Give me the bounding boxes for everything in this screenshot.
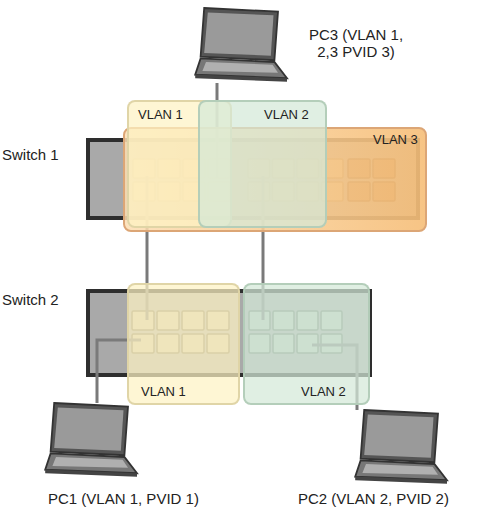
laptop-icon — [45, 403, 137, 477]
laptop-icon — [355, 410, 447, 484]
switch-node: Switch 1VLAN 1VLAN 2VLAN 3 — [88, 100, 428, 232]
vlan-label: VLAN 2 — [264, 108, 309, 123]
pc-label: PC3 (VLAN 1, 2,3 PVID 3) — [300, 26, 412, 61]
network-cable — [262, 228, 265, 283]
vlan-label: VLAN 2 — [301, 385, 346, 400]
pc-node: PC3 (VLAN 1, 2,3 PVID 3) — [190, 8, 290, 83]
network-cable — [216, 83, 219, 100]
vlan-region: VLAN 2 — [243, 283, 370, 405]
network-cable — [97, 340, 127, 403]
laptop-icon — [195, 8, 287, 82]
pc-label: PC2 (VLAN 2, PVID 2) — [298, 490, 449, 507]
pc-node: PC1 (VLAN 1, PVID 1) — [40, 403, 140, 478]
network-cable — [146, 228, 149, 283]
vlan-label: VLAN 3 — [373, 133, 418, 148]
vlan-region: VLAN 2 — [198, 100, 327, 228]
network-cable — [356, 405, 359, 410]
vlan-label: VLAN 1 — [138, 108, 183, 123]
switch-node: Switch 2VLAN 1VLAN 2 — [88, 283, 372, 405]
pc-node: PC2 (VLAN 2, PVID 2) — [350, 410, 450, 485]
vlan-region: VLAN 1 — [127, 283, 240, 405]
pc-label: PC1 (VLAN 1, PVID 1) — [48, 490, 199, 507]
switch-label: Switch 1 — [2, 146, 59, 163]
switch-label: Switch 2 — [2, 291, 59, 308]
vlan-label: VLAN 1 — [141, 385, 186, 400]
